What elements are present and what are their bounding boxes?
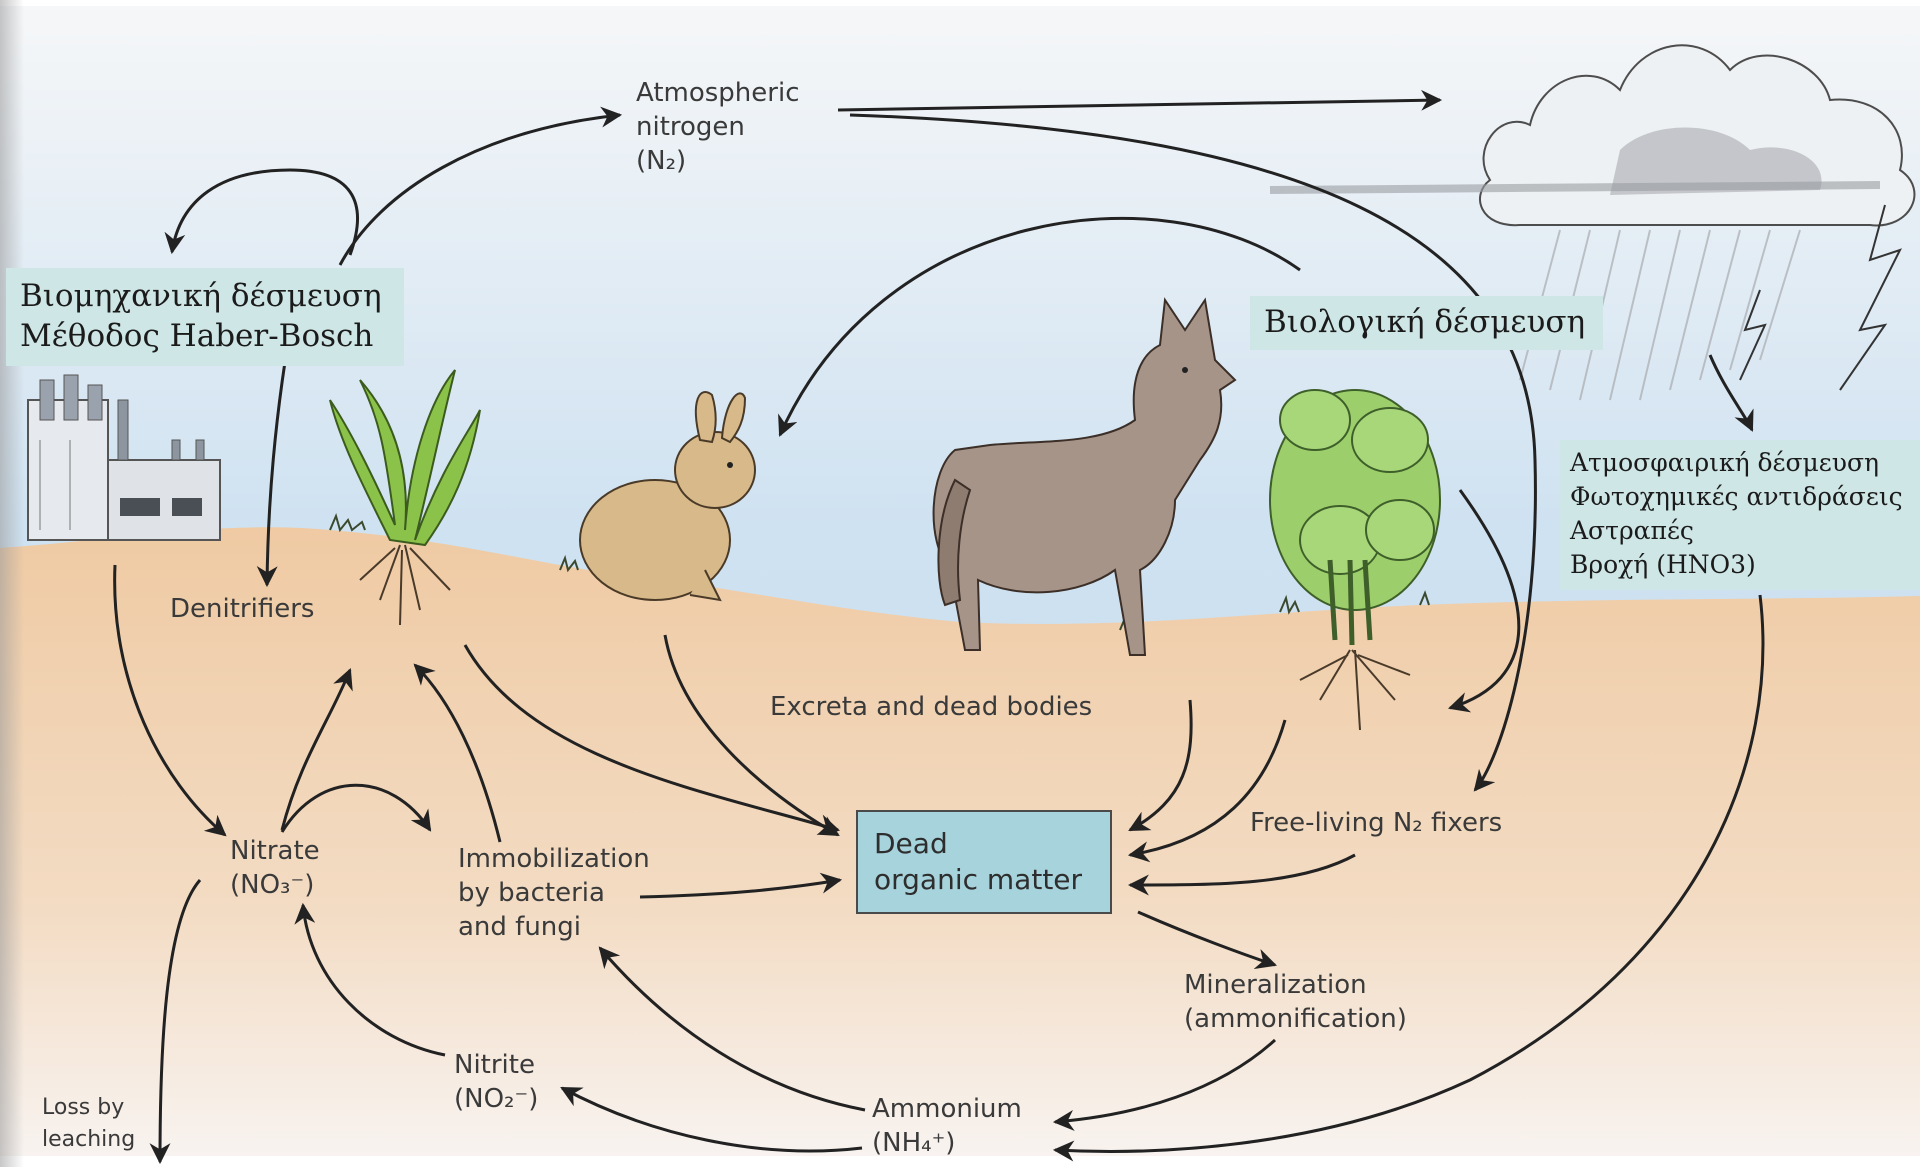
immobilization-line3: and fungi [458, 910, 650, 944]
atmospheric-callout-line2: Φωτοχημικές αντιδράσεις [1570, 480, 1920, 514]
ammonium-line1: Ammonium [872, 1094, 1022, 1124]
leaching-line2: leaching [42, 1124, 135, 1156]
ammonium-label: Ammonium (NH₄⁺) [872, 1092, 1022, 1160]
atmospheric-callout-line3: Αστραπές [1570, 514, 1920, 548]
nitrate-label: Nitrate (NO₃⁻) [230, 834, 320, 902]
atmospheric-nitrogen-label: Atmospheric nitrogen (N₂) [636, 76, 800, 178]
nitrite-line2: (NO₂⁻) [454, 1082, 538, 1116]
mineralization-line2: (ammonification) [1184, 1002, 1407, 1036]
nitrite-line1: Nitrite [454, 1050, 535, 1080]
free-living-fixers-label: Free-living N₂ fixers [1250, 806, 1502, 840]
atmospheric-fixation-callout: Ατμοσφαιρική δέσμευση Φωτοχημικές αντιδρ… [1560, 440, 1920, 590]
dead-organic-line1: Dead [874, 826, 1110, 862]
nitrite-label: Nitrite (NO₂⁻) [454, 1048, 538, 1116]
industrial-callout-line2: Μέθοδος Haber-Bosch [20, 316, 382, 356]
dead-organic-matter-box: Dead organic matter [856, 810, 1112, 914]
ammonium-line2: (NH₄⁺) [872, 1126, 1022, 1160]
industrial-fixation-callout: Βιομηχανική δέσμευση Μέθοδος Haber-Bosch [6, 268, 404, 366]
immobilization-line1: Immobilization [458, 844, 650, 874]
atmospheric-nitrogen-line1: Atmospheric [636, 78, 800, 108]
nitrate-line1: Nitrate [230, 836, 320, 866]
atmospheric-nitrogen-line2: nitrogen [636, 110, 800, 144]
immobilization-line2: by bacteria [458, 876, 650, 910]
dead-organic-line2: organic matter [874, 862, 1110, 898]
biological-fixation-callout: Βιολογική δέσμευση [1250, 296, 1603, 350]
atmospheric-callout-line4: Βροχή (HNO3) [1570, 548, 1920, 582]
mineralization-line1: Mineralization [1184, 970, 1367, 1000]
nitrate-line2: (NO₃⁻) [230, 868, 320, 902]
leaching-line1: Loss by [42, 1095, 124, 1120]
atmospheric-nitrogen-line3: (N₂) [636, 144, 800, 178]
denitrifiers-label: Denitrifiers [170, 592, 314, 626]
mineralization-label: Mineralization (ammonification) [1184, 968, 1407, 1036]
immobilization-label: Immobilization by bacteria and fungi [458, 842, 650, 944]
biological-callout-text: Βιολογική δέσμευση [1264, 302, 1585, 342]
leaching-label: Loss by leaching [42, 1092, 135, 1156]
industrial-callout-line1: Βιομηχανική δέσμευση [20, 276, 382, 316]
excreta-label: Excreta and dead bodies [770, 690, 1092, 724]
atmospheric-callout-line1: Ατμοσφαιρική δέσμευση [1570, 446, 1920, 480]
